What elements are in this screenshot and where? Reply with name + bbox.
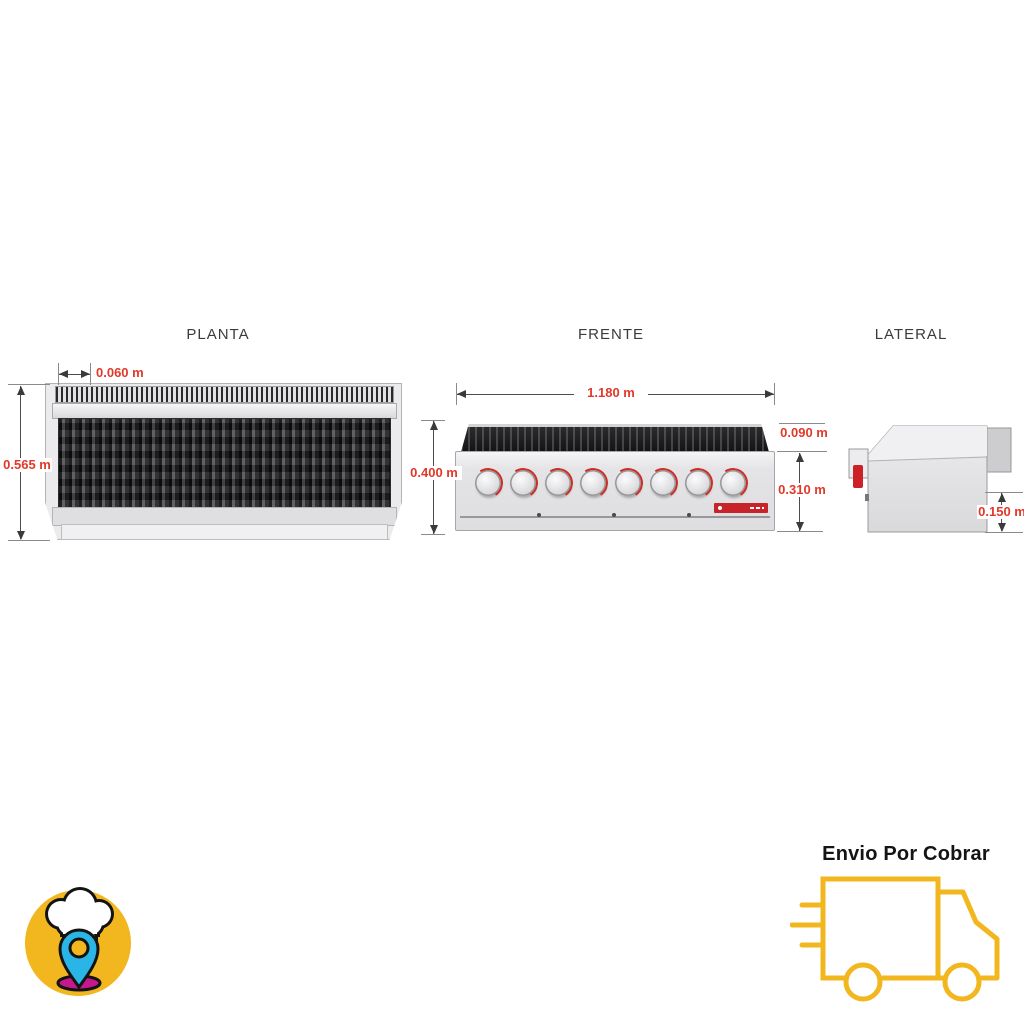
dim-arrow-down (998, 523, 1006, 532)
dim-tick (985, 492, 1023, 493)
dim-tick (777, 451, 827, 452)
burner-knob (510, 470, 536, 496)
dim-tick (456, 383, 457, 405)
dim-tick (777, 531, 823, 532)
dim-arrow-up (998, 493, 1006, 502)
planta-grill-grate (58, 418, 391, 508)
dim-tick (774, 383, 775, 405)
frente-device-front-view (455, 424, 775, 531)
burner-knob (685, 470, 711, 496)
shipping-label: Envio Por Cobrar (822, 843, 990, 865)
dim-arrow-up (796, 453, 804, 462)
dim-arrow-down (796, 522, 804, 531)
dim-arrow-up (430, 421, 438, 430)
dim-line (59, 374, 90, 375)
dim-arrow-right (81, 370, 90, 378)
dim-label-width: 1.180 m (574, 386, 648, 400)
planta-device-top-view (45, 383, 402, 540)
dim-label-body-height: 0.310 m (776, 483, 828, 497)
planta-view-title: PLANTA (186, 326, 250, 343)
dim-arrow-left (457, 390, 466, 398)
lateral-device-side-view (848, 425, 1012, 533)
dim-arrow-right (765, 390, 774, 398)
lateral-view-title: LATERAL (874, 326, 948, 343)
dim-label-depth: 0.565 m (2, 457, 52, 472)
lateral-edge-detail (865, 494, 869, 501)
burner-knob (545, 470, 571, 496)
screw-dot (537, 513, 541, 517)
dim-tick (779, 423, 825, 424)
frente-base-groove (460, 516, 770, 518)
burner-knob (580, 470, 606, 496)
dim-label-grate-offset: 0.060 m (95, 365, 145, 380)
dim-tick (8, 384, 50, 385)
truck-cab (938, 889, 1000, 981)
delivery-truck-icon (790, 876, 1000, 1002)
chef-hat-fill (48, 890, 111, 943)
planta-vent-strip (55, 386, 394, 403)
truck-cargo-box (820, 876, 941, 981)
burner-knob (475, 470, 501, 496)
frente-view-title: FRENTE (578, 326, 644, 343)
truck-wheel (843, 962, 883, 1002)
dim-label-total-height: 0.400 m (406, 466, 462, 480)
dim-tick (58, 363, 59, 385)
burner-knob (615, 470, 641, 496)
dim-arrow-down (17, 531, 25, 540)
planta-base-panel (61, 524, 388, 540)
brand-badge (714, 503, 768, 513)
burner-knob (720, 470, 746, 496)
lateral-seam-line (867, 456, 988, 462)
burner-knob (650, 470, 676, 496)
burner-knob-row (475, 470, 746, 496)
dim-arrow-left (59, 370, 68, 378)
dim-tick (90, 363, 91, 385)
lateral-top-face (868, 426, 987, 461)
screw-dot (612, 513, 616, 517)
lateral-back-panel (986, 427, 1012, 473)
chef-hat-location-pin-logo (25, 887, 131, 996)
dim-arrow-down (430, 525, 438, 534)
dim-tick (8, 540, 50, 541)
dim-arrow-up (17, 386, 25, 395)
frente-grill-top (461, 424, 769, 452)
planta-front-rail (52, 403, 397, 419)
lateral-red-valve (853, 465, 863, 488)
dim-label-grill-height: 0.090 m (778, 426, 830, 440)
pin-hole (68, 937, 90, 959)
truck-wheel (942, 962, 982, 1002)
dim-tick (421, 420, 445, 421)
dim-tick (421, 534, 445, 535)
screw-dot (687, 513, 691, 517)
dim-tick (985, 532, 1023, 533)
dim-label-base-height: 0.150 m (977, 505, 1024, 519)
